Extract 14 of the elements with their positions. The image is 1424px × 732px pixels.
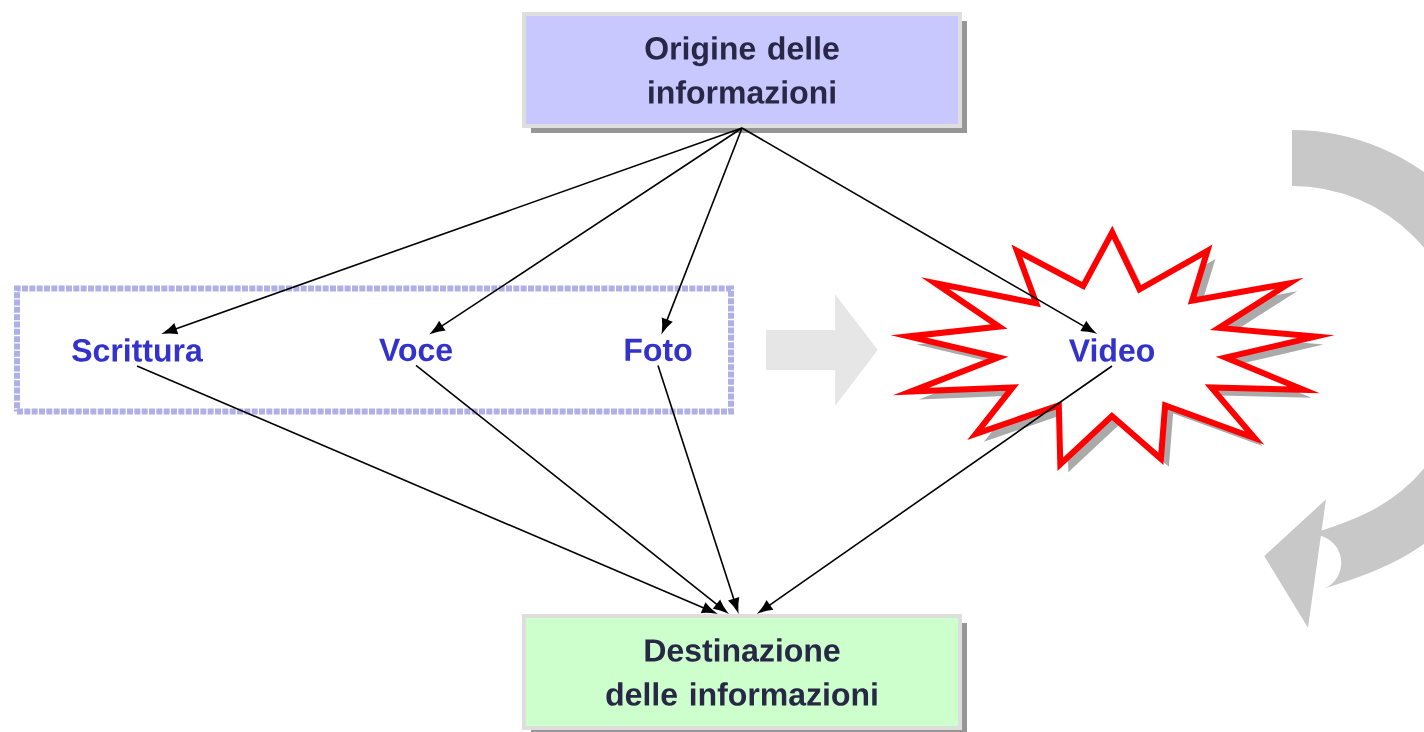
arrow bbox=[741, 127, 1096, 334]
process-box: Origine delle informazioni bbox=[522, 12, 967, 133]
category-label: Foto bbox=[625, 338, 692, 362]
arrow bbox=[661, 127, 743, 333]
category-label: Voce bbox=[379, 338, 452, 362]
arrow bbox=[430, 127, 743, 334]
arrow bbox=[415, 364, 728, 613]
process-box: Destinazione delle informazioni bbox=[522, 614, 967, 732]
arrow bbox=[758, 365, 1113, 613]
arrow bbox=[657, 364, 740, 612]
arrow bbox=[163, 127, 743, 335]
category-label: Scrittura bbox=[72, 338, 203, 362]
dotted-frame bbox=[14, 285, 734, 415]
arrow bbox=[136, 365, 716, 614]
